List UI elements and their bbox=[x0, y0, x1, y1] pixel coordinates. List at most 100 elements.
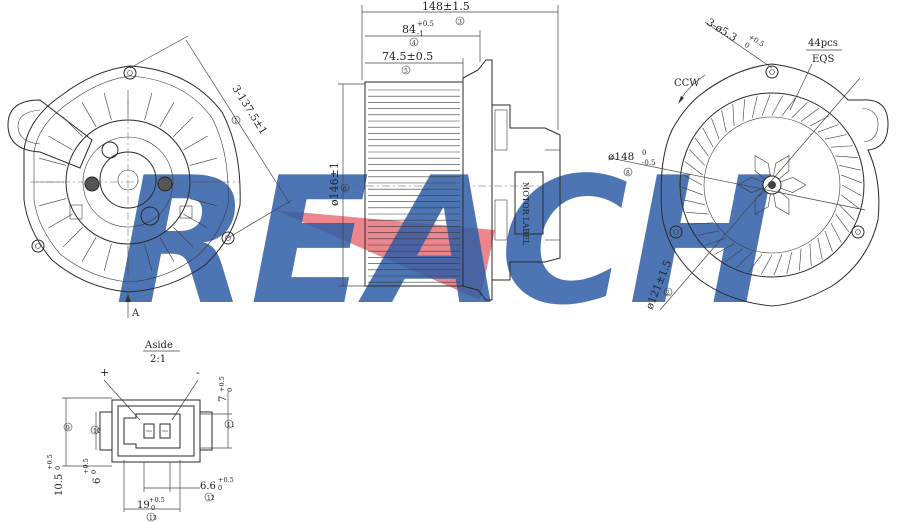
connector-socket bbox=[123, 413, 181, 449]
housing-inner-outline bbox=[33, 75, 229, 283]
housing-rib bbox=[159, 237, 175, 262]
impeller-vane bbox=[771, 184, 790, 215]
inner-tol-up: +0.5 bbox=[82, 458, 90, 474]
hole-dim-tol-up: +0.5 bbox=[747, 33, 766, 49]
fan-blade bbox=[824, 230, 833, 252]
callout-bubble bbox=[623, 167, 633, 177]
hub-dia-line bbox=[659, 77, 861, 311]
height-dim: 10.5 bbox=[54, 474, 65, 496]
rear-housing-outline bbox=[660, 63, 889, 307]
housing-outline bbox=[23, 65, 241, 293]
fan-blade bbox=[839, 164, 861, 171]
housing-rib bbox=[103, 93, 112, 121]
fan-blade bbox=[809, 243, 812, 267]
plus-terminal-label: + bbox=[100, 366, 109, 379]
fan-blade bbox=[714, 243, 735, 255]
rear-mount-right bbox=[851, 225, 865, 239]
fan-blade bbox=[830, 145, 854, 148]
mount-ear-right bbox=[221, 231, 235, 245]
connector-view: Aside 2:1 + - 10.5 +0.5 0 9 6 +0.5 0 10 bbox=[46, 340, 235, 522]
pin-dim: 6.6 bbox=[200, 481, 216, 492]
blade-count-leader bbox=[789, 63, 813, 111]
rotation-arrow-head bbox=[678, 96, 684, 104]
motor-vent bbox=[494, 109, 508, 151]
callout-bubble-label: 1 bbox=[234, 118, 238, 125]
fan-outer-ring bbox=[679, 92, 865, 278]
fan-blade bbox=[760, 254, 773, 275]
callout-bubble-label: 13 bbox=[149, 515, 157, 522]
connector-scale: 2:1 bbox=[150, 354, 166, 365]
callout-bubble-label: 5 bbox=[404, 68, 408, 75]
motor-label-box bbox=[514, 171, 544, 235]
callout-bubble-label: 8 bbox=[626, 170, 630, 177]
fan-blade bbox=[681, 186, 703, 196]
housing-rib bbox=[62, 227, 83, 248]
housing-rib bbox=[144, 243, 153, 271]
terminal-left bbox=[84, 176, 100, 192]
motor-vent-lower bbox=[494, 199, 508, 241]
rear-mount-left bbox=[669, 225, 683, 239]
callout-bubble bbox=[401, 65, 411, 75]
connector-clip-left bbox=[69, 204, 83, 220]
mid-dim-tol: -1 bbox=[417, 30, 424, 38]
fan-blade bbox=[817, 237, 823, 260]
fan-dia-line bbox=[609, 157, 866, 211]
motor-body-side bbox=[491, 104, 561, 281]
rear-mount-hole-right bbox=[855, 229, 861, 235]
callout-bubble-label: 12 bbox=[207, 495, 215, 502]
motor-label-text: MOTOR LABEL bbox=[521, 182, 530, 246]
right-tol-up: +0.5 bbox=[218, 376, 226, 392]
hole-dim: 3-ø5.3 bbox=[704, 16, 739, 44]
fan-blade bbox=[690, 222, 714, 225]
bolt-circle-dim: 3-137.5±1 bbox=[229, 83, 269, 137]
fan-blade bbox=[841, 194, 860, 209]
housing-rib bbox=[39, 198, 67, 207]
callout-bubble bbox=[63, 422, 73, 432]
housing-rib bbox=[144, 93, 153, 121]
right-dim: 7 bbox=[218, 396, 229, 402]
terminal-right bbox=[157, 176, 173, 192]
fan-blade bbox=[683, 199, 705, 206]
view-arrow-a-head bbox=[125, 294, 131, 302]
callout-bubble-label: 11 bbox=[227, 422, 235, 429]
housing-rib bbox=[62, 116, 83, 137]
inlet-duct bbox=[7, 99, 93, 169]
fan-blade bbox=[773, 254, 783, 276]
callout-bubble-label: 3 bbox=[458, 19, 462, 26]
callout-bubble bbox=[204, 492, 214, 502]
housing-rib bbox=[189, 157, 217, 166]
bolt-dim-ext-top bbox=[129, 35, 189, 69]
impeller-vane bbox=[771, 155, 790, 186]
fan-inner-ring bbox=[703, 116, 841, 254]
right-tol-low: 0 bbox=[226, 388, 234, 392]
callout-bubble bbox=[663, 287, 673, 297]
watermark-text: REACH bbox=[115, 141, 775, 344]
impeller-vane bbox=[771, 177, 807, 193]
mount-ear-left bbox=[31, 239, 45, 253]
mount-hole-left bbox=[35, 243, 41, 249]
rotation-label: CCW bbox=[674, 78, 700, 89]
fan-blade bbox=[786, 252, 793, 274]
housing-rib bbox=[81, 102, 97, 127]
housing-rib bbox=[48, 135, 73, 151]
rear-mount-hole-top bbox=[769, 69, 775, 75]
wheel-width-dim: 74.5±0.5 bbox=[382, 50, 433, 63]
mid-dim-tol-up: +0.5 bbox=[417, 20, 434, 28]
minus-terminal-label: - bbox=[196, 366, 200, 379]
inner-tol-low: 0 bbox=[90, 470, 98, 474]
pin-tol-up: +0.5 bbox=[218, 476, 234, 484]
width-dim: 19 bbox=[137, 500, 150, 511]
housing-rib bbox=[103, 243, 112, 271]
callout-bubble bbox=[409, 37, 419, 47]
housing-rib bbox=[159, 102, 175, 127]
height-tol-up: +0.5 bbox=[46, 454, 54, 470]
fan-blade bbox=[684, 161, 703, 176]
callout-bubble bbox=[455, 16, 465, 26]
housing-rib bbox=[173, 116, 194, 137]
mount-hole-top bbox=[127, 70, 133, 76]
fan-blade bbox=[799, 248, 802, 271]
fan-blade bbox=[705, 237, 727, 246]
fan-blade bbox=[830, 222, 842, 243]
fan-blade bbox=[732, 103, 735, 127]
